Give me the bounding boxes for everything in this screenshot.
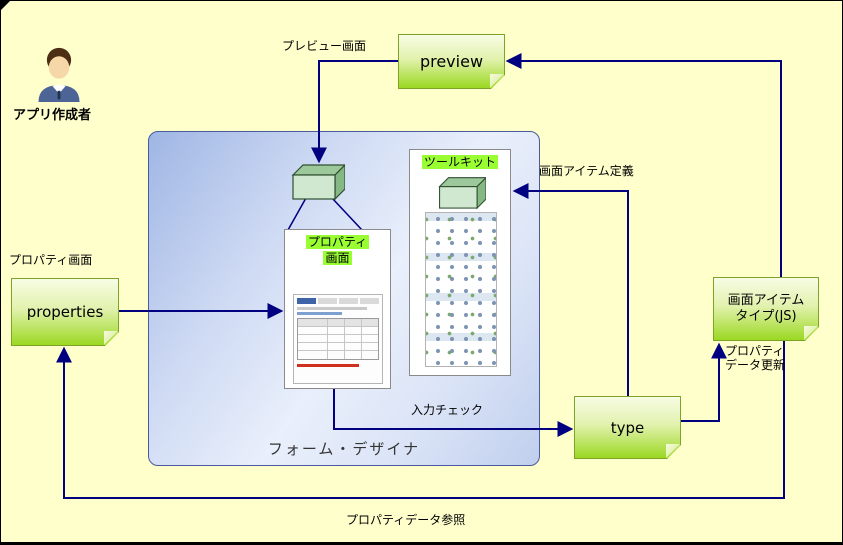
thumb-table-cell: [362, 319, 378, 326]
thumb-table-cell: [328, 327, 345, 334]
thumb-table-cell: [298, 319, 328, 326]
thumb-table-cell: [328, 319, 345, 326]
edge-label-property-reference: プロパティデータ参照: [346, 513, 466, 527]
edge-label-property-update-1: プロパティ: [725, 344, 785, 358]
note-preview: preview: [398, 34, 505, 89]
thumbnail-tab-bar: [297, 298, 379, 304]
thumb-table-cell: [298, 335, 328, 342]
note-properties: properties: [11, 278, 119, 346]
thumbnail-link-line: [297, 312, 343, 315]
note-fold: [804, 326, 818, 340]
edge-label-preview-screen: プレビュー画面: [282, 39, 367, 53]
thumb-table-row: [298, 335, 378, 343]
panel-property-title-line1: プロパティ: [305, 235, 370, 249]
thumb-table-cell: [345, 351, 362, 359]
edge-label-item-definition: 画面アイテム定義: [539, 164, 634, 178]
thumb-table-row: [298, 327, 378, 335]
note-fold: [490, 74, 504, 88]
thumb-table-cell: [298, 351, 328, 359]
thumb-table-cell: [345, 327, 362, 334]
actor-label: アプリ作成者: [13, 108, 92, 123]
component-cube-icon: [289, 161, 347, 201]
thumb-table-cell: [362, 351, 378, 359]
panel-property-screen: プロパティ 画面: [284, 229, 391, 389]
thumb-table-row: [298, 343, 378, 351]
note-screen-item-type-js: 画面アイテム タイプ(JS): [713, 277, 819, 341]
toolkit-cube-icon: [436, 174, 488, 210]
thumb-table-cell: [345, 319, 362, 326]
property-form-thumbnail: [293, 294, 383, 384]
thumb-table-cell: [328, 335, 345, 342]
person-icon: [38, 47, 80, 102]
note-type-label: type: [610, 418, 645, 437]
toolkit-icons-thumbnail: [425, 212, 497, 367]
panel-property-title-line2: 画面: [323, 251, 352, 265]
property-thumb-table: [297, 318, 379, 360]
panel-toolkit: ツールキット: [409, 149, 511, 376]
note-properties-label: properties: [26, 303, 104, 321]
thumbnail-tab: [318, 298, 337, 304]
thumb-table-cell: [362, 343, 378, 350]
thumbnail-tab: [297, 298, 316, 304]
edge-label-property-screen: プロパティ画面: [9, 253, 93, 267]
thumbnail-text-line: [297, 307, 367, 310]
thumb-table-cell: [362, 327, 378, 334]
thumbnail-tab: [360, 298, 379, 304]
note-itemtype-line2: タイプ(JS): [735, 309, 797, 324]
thumb-table-cell: [345, 335, 362, 342]
frame-corner-mark: [1, 1, 10, 10]
panel-toolkit-title: ツールキット: [421, 155, 498, 169]
thumb-table-cell: [362, 335, 378, 342]
thumb-table-row: [298, 319, 378, 327]
thumb-table-cell: [328, 351, 345, 359]
thumb-table-cell: [328, 343, 345, 350]
thumb-table-cell: [345, 343, 362, 350]
note-preview-label: preview: [419, 52, 484, 71]
note-fold: [666, 444, 680, 458]
thumb-table-cell: [298, 327, 328, 334]
edge-label-property-update-2: データ更新: [725, 358, 786, 372]
note-itemtype-line1: 画面アイテム: [727, 293, 805, 308]
thumb-table-row: [298, 351, 378, 359]
thumb-table-cell: [298, 343, 328, 350]
note-type: type: [574, 396, 681, 459]
thumbnail-tab: [339, 298, 358, 304]
edge-label-input-check: 入力チェック: [411, 403, 484, 417]
boundary-label: フォーム・デザイナ: [267, 440, 421, 458]
note-fold: [104, 331, 118, 345]
actor-icon: [31, 43, 87, 105]
thumbnail-error-text: [297, 364, 359, 367]
